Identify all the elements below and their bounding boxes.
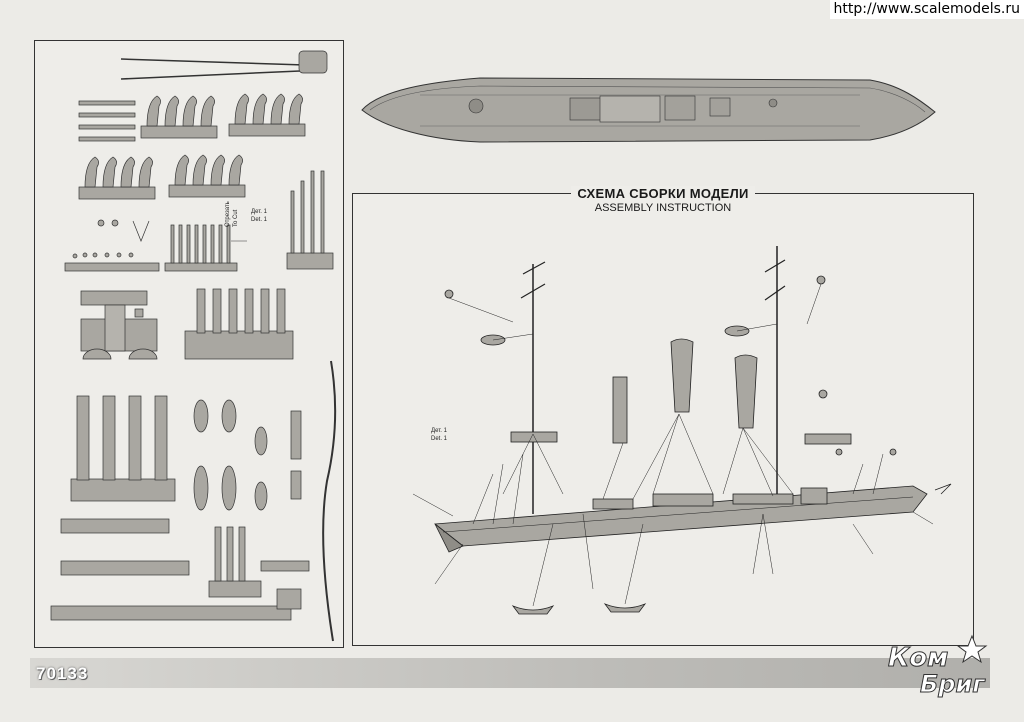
- parts-sprue-panel: Дет. 1 Det. 1 Отрезать To Cut: [34, 40, 344, 648]
- det1-label-right-en: Det. 1: [431, 436, 448, 442]
- cut-label-en: To Cut: [233, 209, 239, 227]
- title-ru: СХЕМА СБОРКИ МОДЕЛИ: [571, 186, 755, 201]
- det1-label-right-ru: Дет. 1: [431, 428, 448, 434]
- det1-label-ru: Дет. 1: [251, 209, 268, 215]
- site-url[interactable]: http://www.scalemodels.ru: [829, 0, 1024, 19]
- det1-label-en: Det. 1: [251, 217, 268, 223]
- title-en: ASSEMBLY INSTRUCTION: [594, 202, 732, 214]
- cut-label-ru: Отрезать: [225, 201, 231, 227]
- assembly-panel: СХЕМА СБОРКИ МОДЕЛИ ASSEMBLY INSTRUCTION: [352, 186, 974, 646]
- star-icon: [956, 634, 988, 664]
- footer-bar: [30, 658, 990, 688]
- kombrig-logo: Ком Бриг: [880, 630, 990, 710]
- logo-line2: Бриг: [920, 670, 986, 698]
- assembly-diagram: Дет. 1 Det. 1: [412, 246, 952, 615]
- sprue-drawing: Дет. 1 Det. 1 Отрезать To Cut: [50, 50, 337, 642]
- part-code: 70133: [36, 664, 89, 683]
- logo-line1: Ком: [888, 643, 948, 673]
